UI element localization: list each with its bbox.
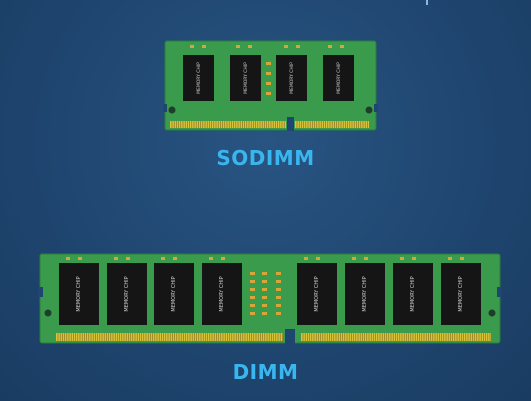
sodimm-notch-right xyxy=(374,104,378,112)
dimm-chip: MEMORY CHIP xyxy=(59,263,99,325)
dimm-notch-right xyxy=(497,287,502,297)
dimm-chip: MEMORY CHIP xyxy=(297,263,337,325)
sodimm-hole-left xyxy=(168,106,176,114)
sodimm-chip: MEMORY CHIP xyxy=(230,55,261,101)
dimm-chip: MEMORY CHIP xyxy=(202,263,242,325)
dimm-key-notch xyxy=(285,329,295,345)
dimm-chip: MEMORY CHIP xyxy=(441,263,481,325)
dimm-label: DIMM xyxy=(232,360,299,384)
sodimm-chip: MEMORY CHIP xyxy=(323,55,354,101)
dimm-chip-label: MEMORY CHIP xyxy=(76,276,82,311)
dimm-chip: MEMORY CHIP xyxy=(107,263,147,325)
sodimm-top-pads xyxy=(190,45,344,48)
sodimm-chip: MEMORY CHIP xyxy=(183,55,214,101)
dimm-chip-label: MEMORY CHIP xyxy=(458,276,464,311)
dimm-top-pads xyxy=(66,257,464,260)
dimm-chip: MEMORY CHIP xyxy=(345,263,385,325)
dimm-components xyxy=(250,272,281,315)
dimm-chip-label: MEMORY CHIP xyxy=(124,276,130,311)
sodimm-chip-label: MEMORY CHIP xyxy=(196,62,202,94)
dimm-notch-left xyxy=(38,287,43,297)
dimm-chip-label: MEMORY CHIP xyxy=(410,276,416,311)
corner-mark xyxy=(426,0,428,5)
sodimm-chip-label: MEMORY CHIP xyxy=(336,62,342,94)
dimm-chip: MEMORY CHIP xyxy=(154,263,194,325)
sodimm-components xyxy=(266,62,271,95)
dimm-chip-label: MEMORY CHIP xyxy=(314,276,320,311)
dimm-chip-label: MEMORY CHIP xyxy=(219,276,225,311)
sodimm-hole-right xyxy=(365,106,373,114)
dimm-contacts xyxy=(56,333,491,341)
sodimm-chip-label: MEMORY CHIP xyxy=(243,62,249,94)
sodimm-label: SODIMM xyxy=(216,146,315,170)
sodimm-module: MEMORY CHIP MEMORY CHIP MEMORY CHIP MEMO… xyxy=(163,40,378,131)
sodimm-chip: MEMORY CHIP xyxy=(276,55,307,101)
dimm-module: MEMORY CHIP MEMORY CHIP MEMORY CHIP MEMO… xyxy=(38,253,502,345)
sodimm-chip-label: MEMORY CHIP xyxy=(289,62,295,94)
dimm-chip-label: MEMORY CHIP xyxy=(362,276,368,311)
sodimm-notch-left xyxy=(163,104,167,112)
dimm-hole-right xyxy=(488,309,496,317)
sodimm-contacts xyxy=(170,121,369,128)
dimm-hole-left xyxy=(44,309,52,317)
dimm-chip-label: MEMORY CHIP xyxy=(171,276,177,311)
sodimm-key-notch xyxy=(287,117,294,131)
dimm-chip: MEMORY CHIP xyxy=(393,263,433,325)
